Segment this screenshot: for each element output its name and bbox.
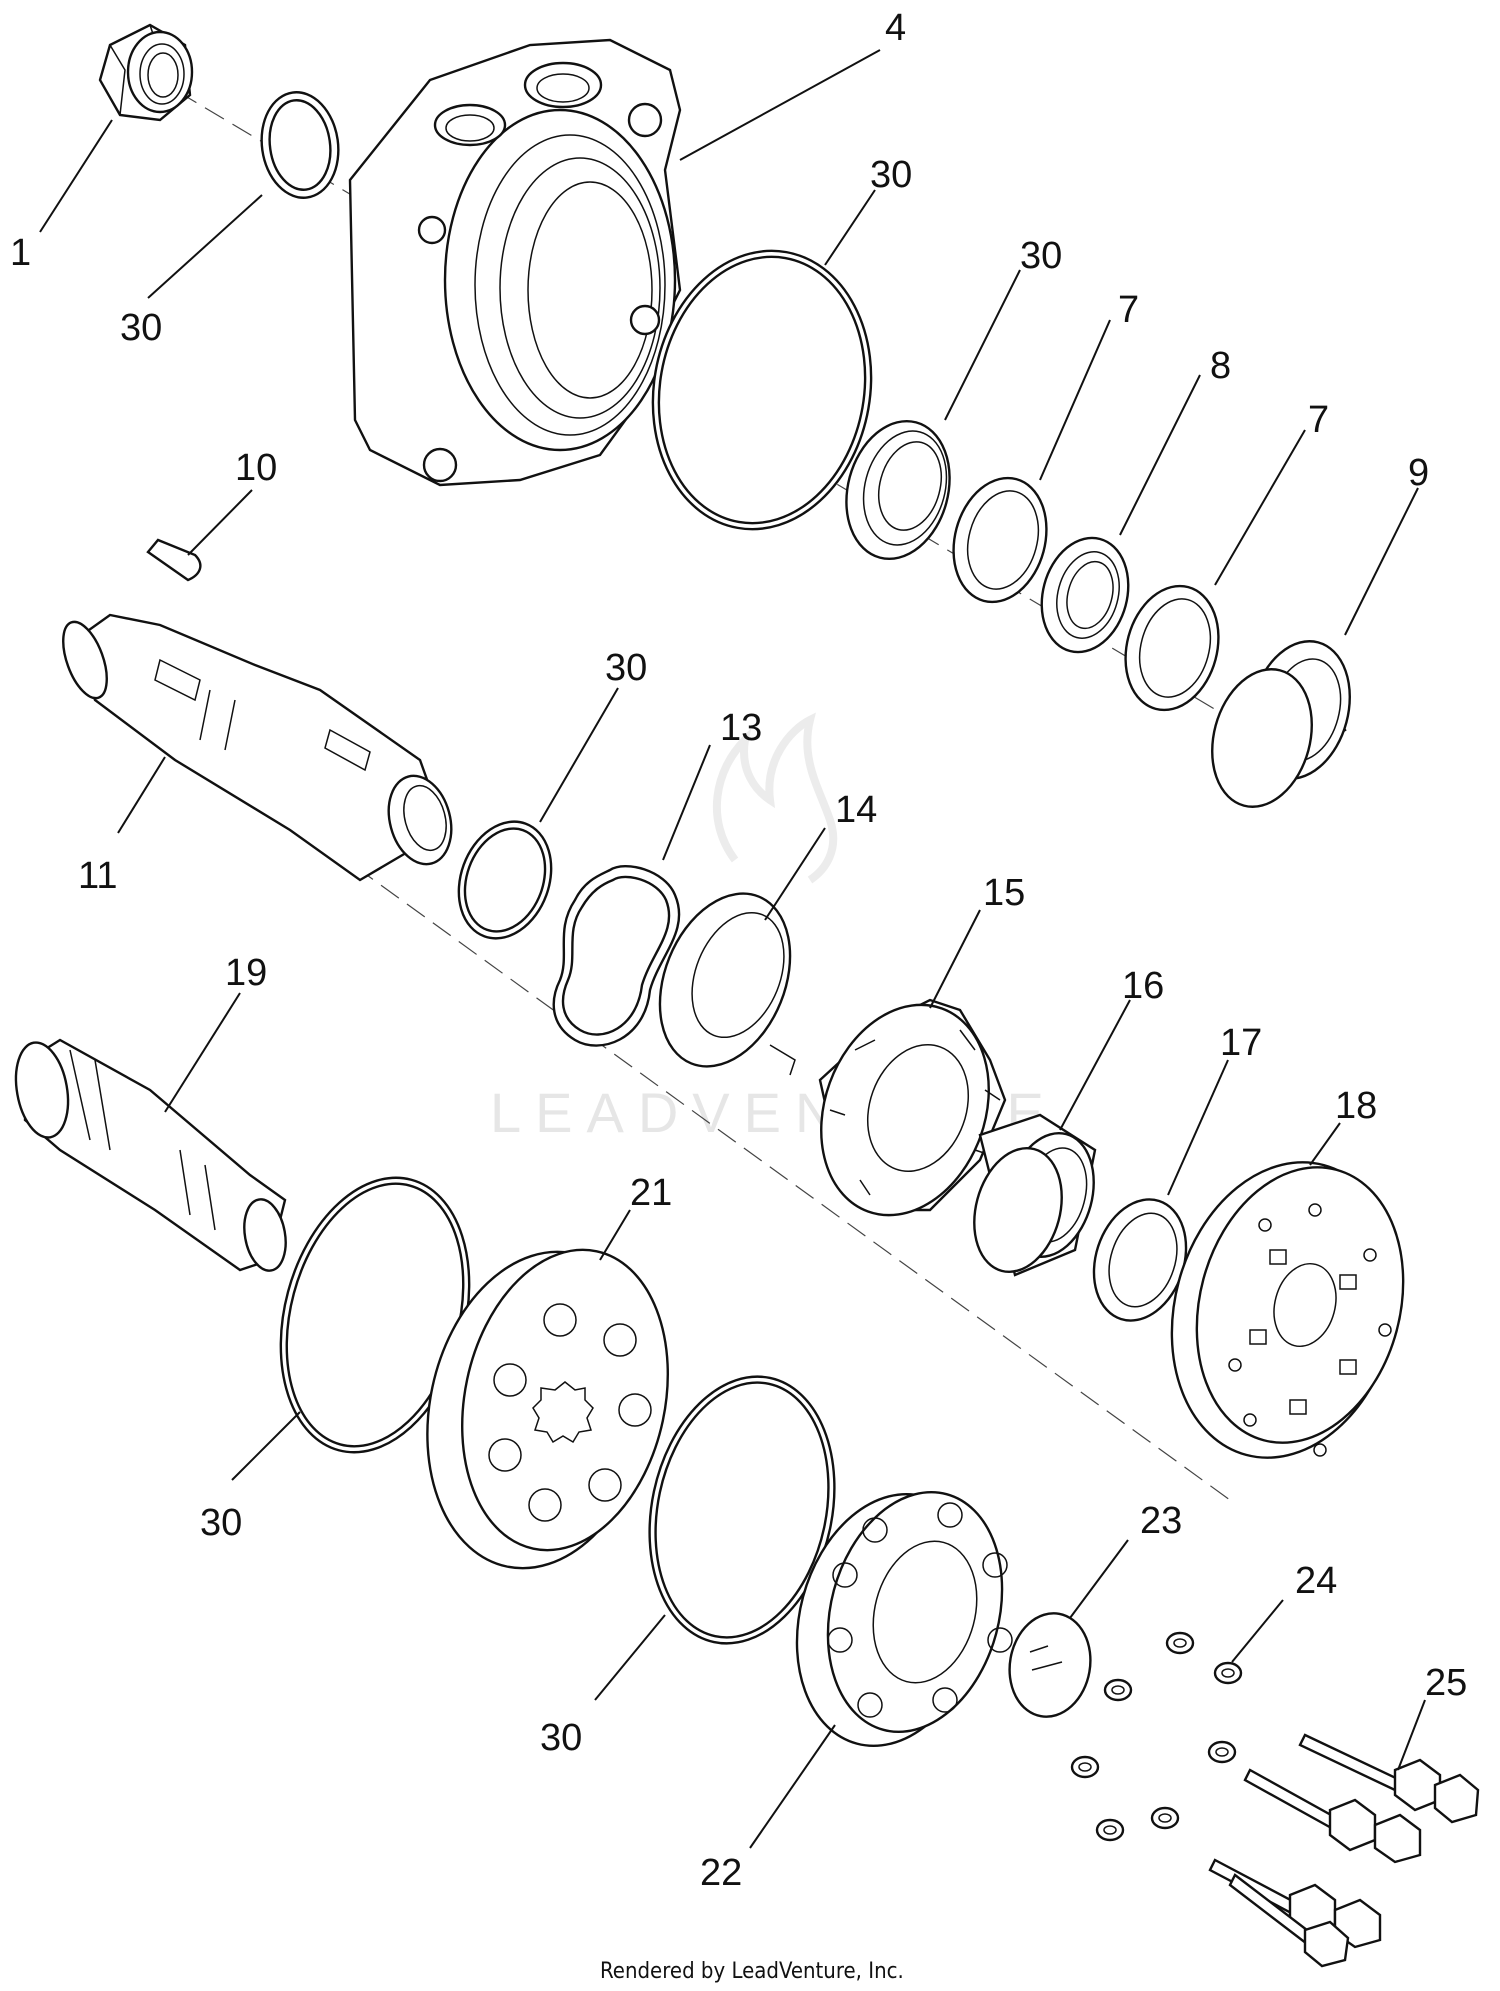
- callout-8: 8: [1210, 345, 1231, 387]
- callout-17: 17: [1220, 1022, 1262, 1064]
- part-22-end-cover: [795, 1490, 1013, 1748]
- callout-30-f: 30: [540, 1717, 582, 1759]
- part-4-housing: [348, 38, 682, 487]
- part-16-needle-bearing: [973, 1113, 1097, 1277]
- leader-lines: [39, 49, 1426, 1849]
- callout-30-b: 30: [870, 154, 912, 196]
- callout-9: 9: [1408, 452, 1429, 494]
- part-30-o-ring-top: [260, 91, 340, 199]
- footer-credit: Rendered by LeadVenture, Inc.: [600, 1959, 904, 1984]
- part-7-thrust-washer-a: [952, 476, 1048, 604]
- callout-21: 21: [630, 1172, 672, 1214]
- callout-7-a: 7: [1118, 289, 1139, 331]
- callout-numbers: 1 30 4 30 30 7 8 7 9 10 11 30 13 14 15 1…: [10, 7, 1467, 1894]
- part-8-needle-thrust-bearing: [1040, 536, 1130, 654]
- callout-15: 15: [983, 872, 1025, 914]
- part-30-o-ring-small: [457, 820, 553, 940]
- callout-16: 16: [1122, 965, 1164, 1007]
- part-11-output-shaft: [62, 613, 453, 882]
- part-18-distributor-plate: [1170, 1161, 1405, 1459]
- part-1-hex-nut: [98, 23, 194, 122]
- part-19-cardan-shaft: [14, 1038, 287, 1272]
- callout-18: 18: [1335, 1085, 1377, 1127]
- callout-19: 19: [225, 952, 267, 994]
- part-25-bolts: [1208, 1733, 1480, 1968]
- callout-30-a: 30: [120, 307, 162, 349]
- callout-10: 10: [235, 447, 277, 489]
- part-23-name-plate: [1008, 1612, 1092, 1718]
- callout-22: 22: [700, 1852, 742, 1894]
- part-7-thrust-washer-b: [1124, 584, 1220, 712]
- part-10-woodruff-key: [146, 538, 202, 582]
- part-30-o-ring-middle: [648, 1375, 836, 1645]
- part-13-lobed-seal: [552, 865, 681, 1047]
- part-30-large-o-ring: [651, 249, 873, 531]
- part-9-needle-bearing: [1211, 640, 1351, 808]
- callout-13: 13: [720, 707, 762, 749]
- callout-23: 23: [1140, 1500, 1182, 1542]
- part-24-washers: [1070, 1631, 1243, 1842]
- callout-25: 25: [1425, 1662, 1467, 1704]
- callout-7-b: 7: [1308, 399, 1329, 441]
- part-21-gear-wheel-set: [426, 1248, 669, 1570]
- callout-14: 14: [835, 789, 877, 831]
- part-30-shaft-seal: [845, 419, 951, 561]
- callout-30-e: 30: [200, 1502, 242, 1544]
- callout-1: 1: [10, 232, 31, 274]
- callout-24: 24: [1295, 1560, 1337, 1602]
- callout-30-d: 30: [605, 647, 647, 689]
- callout-11: 11: [78, 855, 117, 897]
- callout-4: 4: [885, 7, 906, 49]
- part-14-intermediate-plate: [658, 892, 796, 1076]
- callout-30-c: 30: [1020, 235, 1062, 277]
- part-15-disc-valve: [818, 998, 1007, 1217]
